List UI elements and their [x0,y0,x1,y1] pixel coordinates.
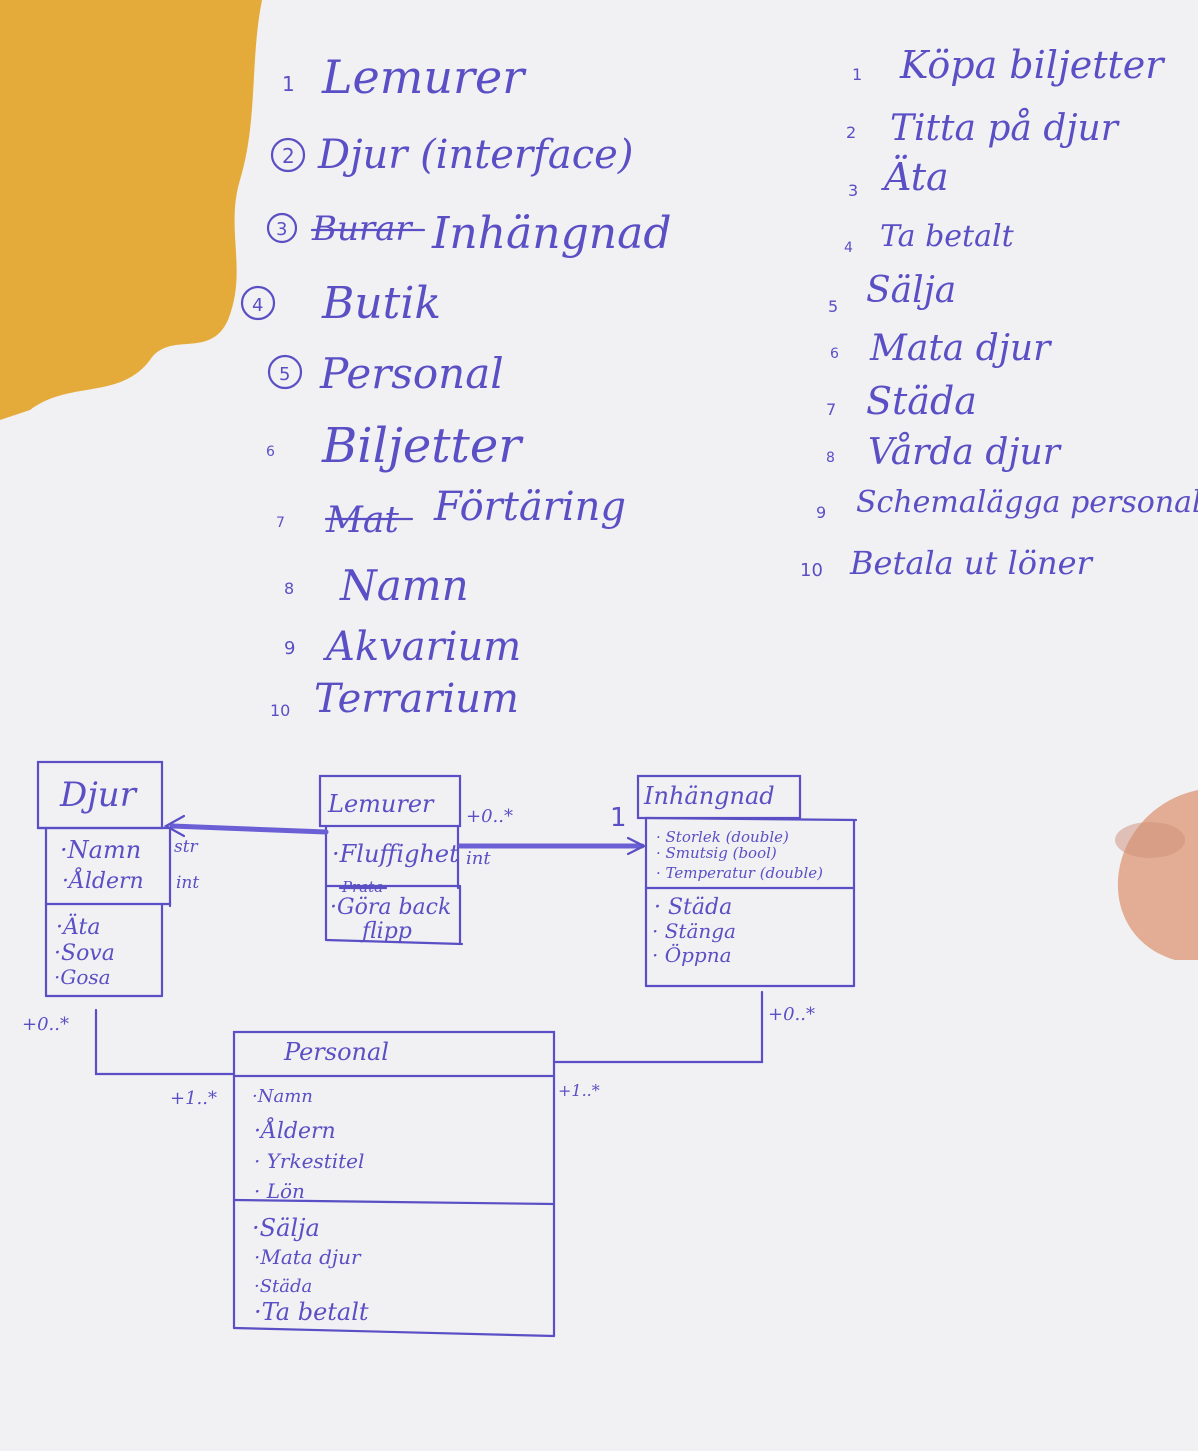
action-list-num: 4 [844,240,853,256]
action-list-num: 7 [826,400,836,419]
action-list-num: 5 [828,297,838,316]
multiplicity-label: 1 [610,803,627,833]
action-list-item: Sälja [866,270,956,311]
action-list-num: 8 [826,450,835,466]
action-list-item: Ta betalt [880,219,1015,254]
class-list-num: 3 [276,219,287,240]
personal-method: ·Ta betalt [254,1298,369,1326]
uml-class-djur: Djur ·Namn str ·Åldern int ·Äta ·Sova ·G… [36,760,199,998]
inhangnad-attr: · Smutsig (bool) [656,844,777,862]
action-list-item: Mata djur [869,328,1052,369]
action-list-item: Vårda djur [868,432,1062,473]
personal-attr: ·Namn [252,1086,313,1107]
action-list-num: 10 [800,560,823,581]
class-list-item: Personal [319,349,504,398]
class-list-num: 5 [279,364,290,385]
action-list-item: Äta [881,155,949,199]
class-list-num: 10 [270,701,290,720]
uml-class-personal: Personal ·Namn ·Åldern · Yrkestitel · Lö… [232,1030,556,1338]
djur-method: ·Äta [56,913,100,940]
djur-attr: ·Namn [60,836,141,864]
class-list: 1 Lemurer 2 Djur (interface) 3 Burar Inh… [240,50,672,722]
orange-paper [0,0,262,420]
action-list-item: Schemalägga personal [856,485,1198,520]
action-list-num: 2 [846,123,856,142]
lemurer-name: Lemurer [327,790,435,818]
action-list-item: Betala ut löner [849,544,1094,582]
lemurer-attr-type: int [466,848,491,869]
class-list-num: 8 [284,579,294,598]
inhangnad-attr: · Storlek (double) [656,828,789,846]
uml-relationships: +0..* 1 +0..* +1..* +0..* +1..* [22,803,815,1109]
inhangnad-method: · Stänga [652,919,736,943]
class-list-item: Biljetter [321,418,524,474]
class-list-num: 1 [282,72,295,96]
class-list-item: Förtäring [433,484,626,530]
lemurer-method: flipp [360,919,412,944]
inhangnad-name: Inhängnad [643,782,775,810]
djur-method: ·Sova [54,941,115,966]
djur-name: Djur [59,775,138,815]
djur-attr-type: str [174,837,199,857]
personal-name: Personal [283,1038,389,1066]
personal-method: ·Mata djur [254,1245,362,1269]
class-list-item: Inhängnad [431,208,672,259]
action-list-num: 9 [816,503,826,522]
class-list-num: 2 [282,144,295,168]
action-list-num: 6 [830,346,839,362]
djur-method: ·Gosa [54,965,111,989]
multiplicity-label: +0..* [22,1014,69,1035]
hand [1117,790,1198,960]
personal-method: ·Sälja [252,1214,320,1242]
class-list-item: Lemurer [321,50,527,104]
action-list-num: 1 [852,65,862,84]
class-list-num: 4 [252,295,263,316]
class-list-struck: Mat [325,500,399,541]
class-list-item: Namn [339,561,469,610]
lemurer-attr: ·Fluffighet [332,840,459,868]
multiplicity-label: +0..* [466,806,513,827]
djur-attr-type: int [176,873,199,893]
action-list-num: 3 [848,181,858,200]
class-list-num: 6 [266,444,275,460]
class-list-item: Akvarium [322,624,521,670]
uml-class-inhangnad: Inhängnad · Storlek (double) · Smutsig (… [636,774,858,988]
class-list-item: Djur (interface) [317,132,633,178]
djur-attr: ·Åldern [62,866,144,894]
multiplicity-label: +0..* [768,1004,815,1025]
inhangnad-attr: · Temperatur (double) [656,864,823,882]
class-list-num: 7 [276,515,285,531]
class-list-item: Butik [321,278,441,329]
action-list-item: Titta på djur [890,108,1120,149]
uml-class-lemurer: Lemurer ·Fluffighet int Prata ·Göra back… [318,774,491,946]
inhangnad-method: · Städa [654,895,732,920]
personal-attr: · Yrkestitel [254,1149,364,1173]
class-list-item: Terrarium [314,676,519,722]
lemurer-method: ·Göra back [330,895,451,920]
class-list-num: 9 [284,638,295,659]
personal-attr: · Lön [254,1179,305,1203]
multiplicity-label: +1..* [170,1088,217,1109]
personal-method: ·Städa [254,1276,312,1297]
action-list: 1 Köpa biljetter 2 Titta på djur 3 Äta 4… [800,43,1198,582]
action-list-item: Köpa biljetter [899,43,1166,87]
inhangnad-method: · Öppna [652,942,732,967]
multiplicity-label: +1..* [558,1081,600,1100]
action-list-item: Städa [866,379,977,423]
personal-attr: ·Åldern [254,1116,336,1144]
